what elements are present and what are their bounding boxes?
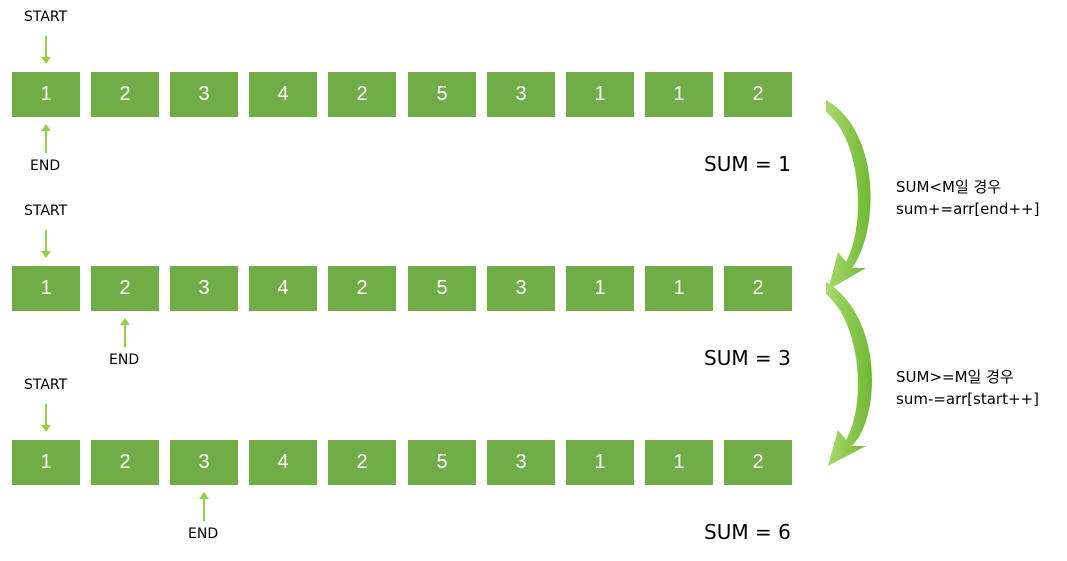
note-sum-greater-equal: SUM>=M일 경우 sum-=arr[start++] (896, 366, 1039, 410)
array-cell: 5 (408, 440, 476, 485)
array-cell: 2 (328, 266, 396, 311)
array-cell: 4 (249, 266, 317, 311)
array-cell: 1 (12, 266, 80, 311)
array-cell: 1 (566, 72, 634, 117)
sum-value: SUM = 3 (704, 346, 791, 370)
array-cell: 5 (408, 72, 476, 117)
array-cell: 2 (724, 266, 792, 311)
array-cell: 1 (645, 266, 713, 311)
array-cell: 2 (328, 440, 396, 485)
array-cell: 3 (170, 266, 238, 311)
array-cell: 3 (170, 72, 238, 117)
end-label: END (109, 352, 140, 368)
note-code: sum+=arr[end++] (896, 200, 1040, 218)
array-cell: 2 (328, 72, 396, 117)
array-cell: 2 (91, 440, 159, 485)
array-cell: 4 (249, 72, 317, 117)
start-label: START (24, 203, 68, 219)
start-label: START (24, 377, 68, 393)
end-label: END (188, 526, 219, 542)
array-cell: 1 (645, 72, 713, 117)
array-cell: 3 (170, 440, 238, 485)
end-pointer-arrow (41, 124, 51, 153)
array-cell: 2 (91, 266, 159, 311)
array-cell: 3 (487, 72, 555, 117)
array-cell: 1 (566, 440, 634, 485)
array-cell: 3 (487, 266, 555, 311)
array-cell: 4 (249, 440, 317, 485)
end-label: END (30, 158, 61, 174)
note-sum-less: SUM<M일 경우 sum+=arr[end++] (896, 176, 1039, 220)
start-pointer-arrow (41, 404, 51, 432)
start-label: START (24, 9, 68, 25)
end-pointer-arrow (120, 318, 130, 347)
array-cell: 1 (566, 266, 634, 311)
start-pointer-arrow (41, 230, 51, 258)
array-cell: 2 (91, 72, 159, 117)
curve-arrow-1 (826, 100, 871, 290)
array-cell: 3 (487, 440, 555, 485)
array-cell: 1 (12, 72, 80, 117)
array-cell: 1 (645, 440, 713, 485)
array-cell: 5 (408, 266, 476, 311)
array-cell: 2 (724, 440, 792, 485)
sum-value: SUM = 1 (704, 152, 791, 176)
note-condition: SUM>=M일 경우 (896, 368, 1014, 386)
curve-arrow-2 (826, 282, 872, 466)
note-code: sum-=arr[start++] (896, 390, 1039, 408)
array-cell: 2 (724, 72, 792, 117)
end-pointer-arrow (199, 492, 209, 521)
note-condition: SUM<M일 경우 (896, 178, 1002, 196)
array-cell: 1 (12, 440, 80, 485)
sum-value: SUM = 6 (704, 520, 791, 544)
start-pointer-arrow (41, 36, 51, 64)
